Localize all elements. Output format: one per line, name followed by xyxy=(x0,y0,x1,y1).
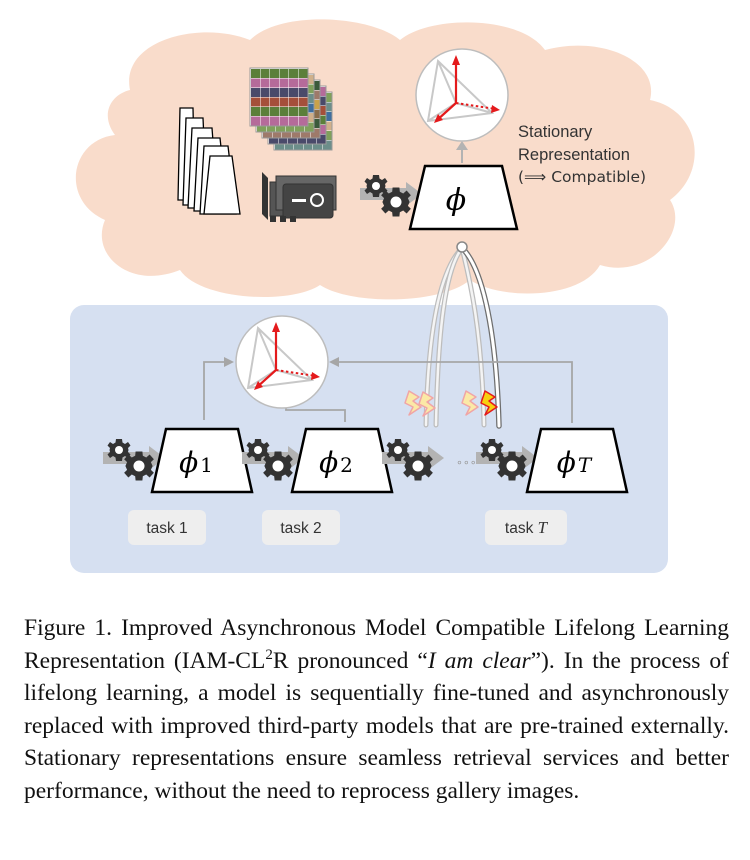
stationary-text-line2: Representation xyxy=(518,146,630,164)
feature-space-icon xyxy=(414,47,510,143)
image-stack-icon xyxy=(249,67,333,151)
network-stack-icon xyxy=(177,107,241,215)
svg-text:task 2: task 2 xyxy=(280,520,321,537)
task-2-box: task 2 xyxy=(262,510,340,545)
ellipsis: ∘∘∘ xyxy=(456,456,477,469)
model-phi2-trapezoid xyxy=(290,427,394,494)
stationary-text-line3: (⟹ Compatible) xyxy=(518,168,646,186)
diagram: ϕ Stationary Representation (⟹ Compatibl… xyxy=(70,19,695,573)
replacement-tubes xyxy=(423,245,502,429)
model-phi1-trapezoid xyxy=(150,427,254,494)
task-T-box: task T xyxy=(485,510,567,545)
svg-text:task T: task T xyxy=(505,518,549,537)
model-phi-label: ϕ xyxy=(446,183,466,218)
model-phi-trapezoid xyxy=(408,164,519,231)
figure-caption: Figure 1. Improved Asynchronous Model Co… xyxy=(24,615,729,804)
external-cloud xyxy=(75,19,695,300)
task-1-box: task 1 xyxy=(128,510,206,545)
gpu-icon xyxy=(262,172,337,222)
svg-text:task 1: task 1 xyxy=(146,520,187,537)
feature-space-icon xyxy=(234,314,330,410)
model-phiT-trapezoid xyxy=(525,427,629,494)
stationary-text-line1: Stationary xyxy=(518,123,593,141)
